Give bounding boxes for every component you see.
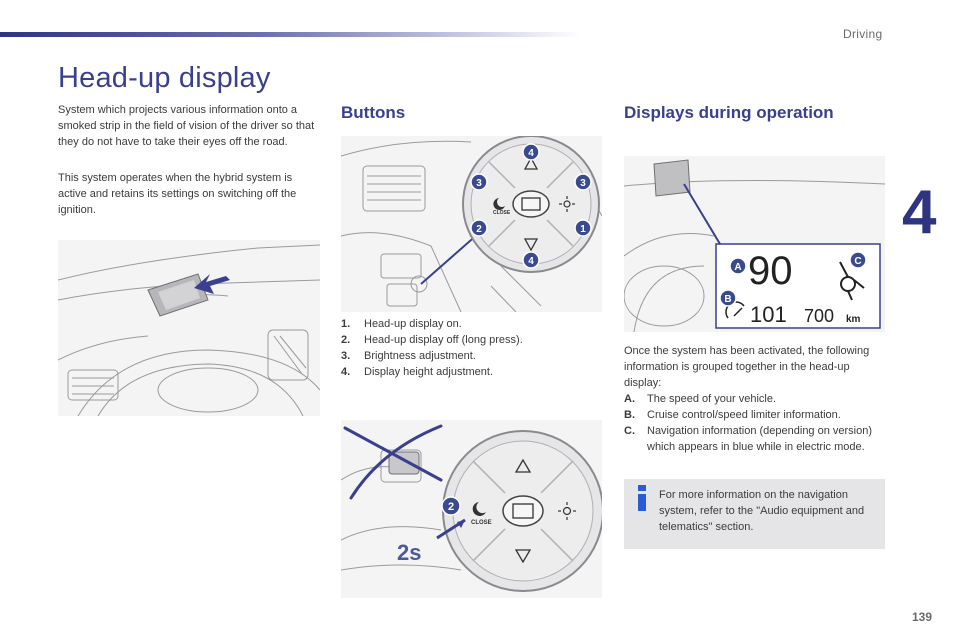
down-arrow-icon	[523, 238, 539, 252]
control-dial: CLOSE	[462, 136, 600, 273]
moon-icon	[493, 198, 505, 210]
list-item: 4.Display height adjustment.	[341, 366, 494, 378]
list-item: A.The speed of your vehicle.	[624, 393, 777, 405]
buttons-illustration: CLOSE 4 3 3 2 1 4	[341, 136, 602, 312]
up-arrow-icon	[523, 156, 539, 170]
header-bar	[0, 32, 580, 37]
displays-lead: Once the system has been activated, the …	[624, 345, 870, 389]
distance-value: 700	[804, 306, 834, 326]
control-dial: CLOSE	[442, 430, 602, 592]
speed-value: 90	[748, 249, 793, 293]
list-item: 1.Head-up display on.	[341, 318, 462, 330]
moon-icon	[472, 502, 486, 516]
info-text: For more information on the navigation s…	[659, 489, 865, 533]
displays-heading: Displays during operation	[624, 103, 834, 122]
close-illustration: CLOSE 2 2s	[341, 420, 602, 598]
brightness-icon	[559, 196, 575, 212]
list-item: C.Navigation information (depending on v…	[624, 425, 873, 453]
up-arrow-icon	[514, 458, 532, 473]
displays-list: A.The speed of your vehicle. B.Cruise co…	[624, 391, 886, 455]
cross-out-icon	[343, 424, 443, 500]
callout-2: 2	[448, 501, 454, 513]
buttons-list: 1.Head-up display on. 2.Head-up display …	[341, 316, 603, 380]
callout-c: C	[854, 256, 861, 267]
display-callouts: A B C	[719, 251, 867, 307]
hud-unit-icon	[653, 159, 691, 197]
callout-3-right: 3	[580, 178, 586, 189]
buttons-heading: Buttons	[341, 103, 406, 122]
brightness-icon	[558, 502, 576, 520]
down-arrow-icon	[514, 549, 532, 564]
callout-a: A	[734, 262, 741, 273]
callout-1: 1	[580, 224, 586, 235]
info-box: For more information on the navigation s…	[624, 479, 885, 549]
callout-badges: 4 3 3 2 1 4	[470, 143, 592, 269]
callout-2: 2	[476, 224, 482, 235]
intro-paragraph-2: This system operates when the hybrid sys…	[58, 172, 297, 216]
list-item: B.Cruise control/speed limiter informati…	[624, 409, 841, 421]
section-label: Driving	[843, 27, 883, 41]
pointer-arrow-icon	[194, 274, 230, 294]
callout-3-left: 3	[476, 178, 482, 189]
set-speed-value: 101	[750, 302, 787, 327]
callout-4-bottom: 4	[528, 256, 534, 267]
duration-label: 2s	[397, 540, 421, 565]
info-icon	[636, 485, 649, 515]
dashboard-illustration	[58, 240, 320, 416]
callout-4-top: 4	[528, 148, 534, 159]
hud-unit-icon	[147, 273, 209, 317]
page-title: Head-up display	[58, 62, 271, 94]
list-item: 2.Head-up display off (long press).	[341, 334, 523, 346]
press-indicator: 2 2s	[397, 496, 466, 565]
chapter-number: 4	[902, 178, 937, 247]
distance-unit: km	[846, 314, 861, 325]
list-item: 3.Brightness adjustment.	[341, 350, 476, 362]
intro-paragraph-1: System which projects various informatio…	[58, 104, 315, 148]
callout-b: B	[724, 294, 731, 305]
navigation-icon	[839, 261, 865, 301]
close-label: CLOSE	[493, 210, 511, 216]
hud-illustration: 90 101 700 km A B C	[624, 156, 885, 332]
page-number: 139	[912, 610, 933, 624]
displays-description: Once the system has been activated, the …	[624, 343, 886, 455]
close-label: CLOSE	[471, 520, 492, 526]
